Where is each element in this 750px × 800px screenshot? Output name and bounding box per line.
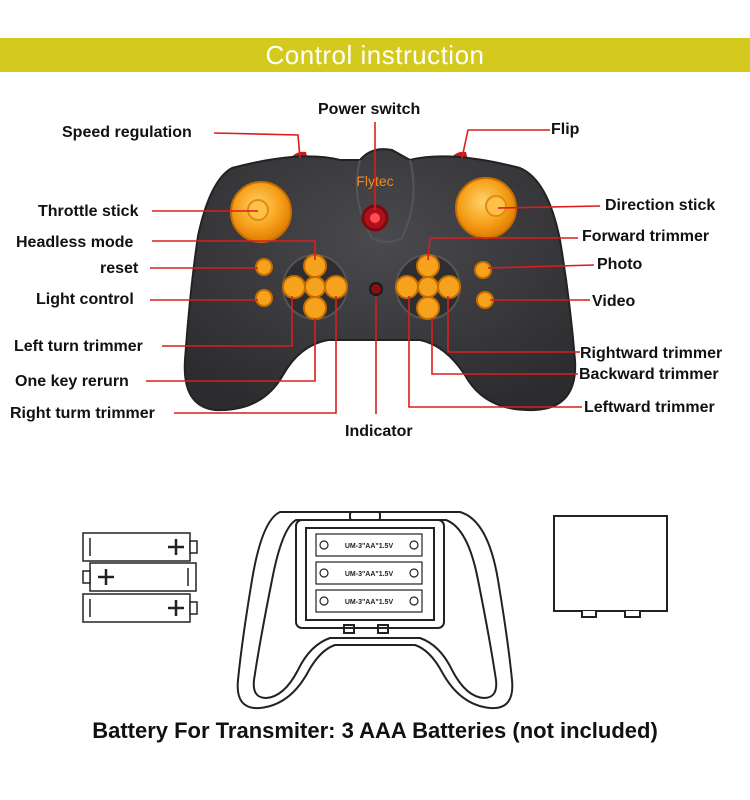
label-throttle-stick: Throttle stick <box>38 203 139 220</box>
label-indicator: Indicator <box>345 423 413 440</box>
one-key-return-button <box>303 296 327 320</box>
leader-lines <box>146 122 601 414</box>
photo-button <box>474 261 492 279</box>
label-rightward-trimmer: Rightward trimmer <box>580 345 723 362</box>
page-title: Control instruction <box>265 40 485 70</box>
label-photo: Photo <box>597 256 643 273</box>
battery-cell-label-1: UM-3"AA"1.5V <box>345 543 394 550</box>
battery-compartment <box>315 533 423 613</box>
transmitter-back-outline <box>236 511 514 710</box>
battery-cover <box>553 515 668 618</box>
battery-cell-label-2: UM-3"AA"1.5V <box>345 571 394 578</box>
right-turn-trimmer-button <box>324 275 348 299</box>
battery-caption: Battery For Transmiter: 3 AAA Batteries … <box>92 718 658 743</box>
loose-batteries <box>82 532 198 623</box>
label-backward-trimmer: Backward trimmer <box>579 366 719 383</box>
light-control-button <box>255 289 273 307</box>
label-left-turn-trimmer: Left turn trimmer <box>14 338 143 355</box>
label-one-key-return: One key rerurn <box>15 373 129 390</box>
label-direction-stick: Direction stick <box>605 197 716 214</box>
rightward-trimmer-button <box>437 275 461 299</box>
label-speed-regulation: Speed regulation <box>62 124 192 141</box>
label-leftward-trimmer: Leftward trimmer <box>584 399 715 416</box>
battery-cell-label-3: UM-3"AA"1.5V <box>345 599 394 606</box>
leftward-trimmer-button <box>395 275 419 299</box>
label-right-turn-trimmer: Right turm trimmer <box>10 405 155 422</box>
label-power-switch: Power switch <box>318 101 421 118</box>
left-turn-trimmer-button <box>282 275 306 299</box>
label-light-control: Light control <box>36 291 134 308</box>
label-headless-mode: Headless mode <box>16 234 134 251</box>
label-forward-trimmer: Forward trimmer <box>582 228 710 245</box>
header-banner <box>0 38 750 72</box>
label-flip: Flip <box>551 121 580 138</box>
indicator-light <box>369 282 383 296</box>
label-video: Video <box>592 293 636 310</box>
label-reset: reset <box>100 260 139 277</box>
reset-button <box>255 258 273 276</box>
backward-trimmer-button <box>416 296 440 320</box>
